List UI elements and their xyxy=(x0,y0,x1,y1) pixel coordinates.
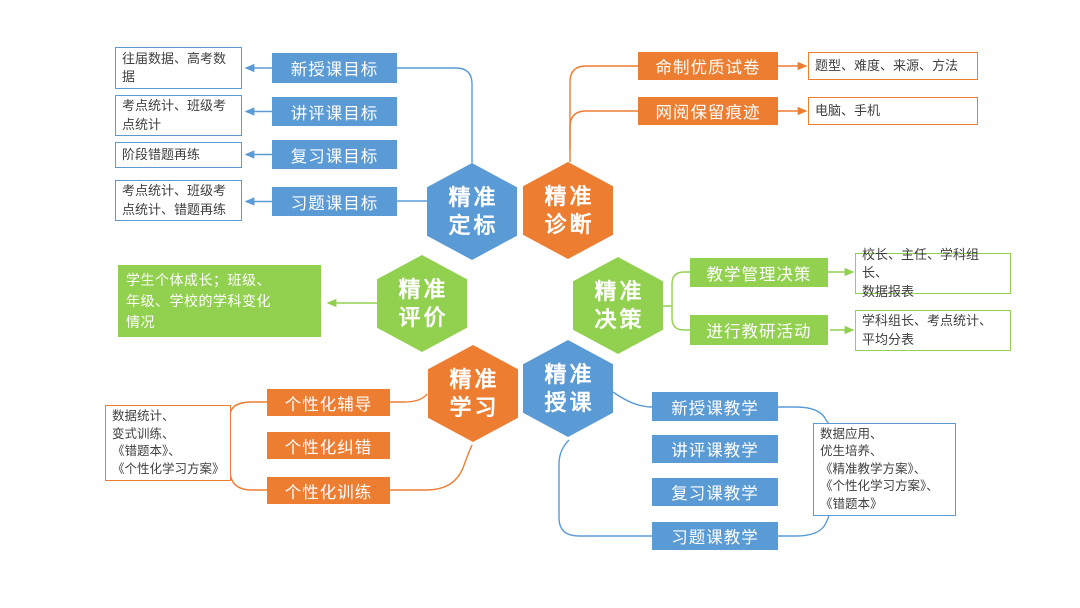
xuexi-topic-box: 个性化纠错 xyxy=(267,432,390,459)
juece-topic-box: 教学管理决策 xyxy=(690,258,828,287)
zhenduan-connectors xyxy=(569,61,808,162)
hexagon-label: 定标 xyxy=(448,212,499,238)
pingjia-detail-box: 学生个体成长；班级、 年级、学校的学科变化 情况 xyxy=(118,265,321,337)
xuexi-topic-box: 个性化训练 xyxy=(267,477,390,504)
hexagon-label: 精准 xyxy=(594,279,645,304)
juece-detail-box: 学科组长、考点统计、 平均分表 xyxy=(855,310,1011,351)
shouke-topic-box: 讲评课教学 xyxy=(652,435,778,463)
dingbiao-detail-box: 考点统计、班级考 点统计 xyxy=(115,95,242,136)
hexagon-label: 精准 xyxy=(448,185,499,210)
shouke-topic-box: 习题课教学 xyxy=(652,522,778,550)
dingbiao-detail-box: 阶段错题再练 xyxy=(115,142,242,168)
xuexi-detail-box: 数据统计、 变式训练、 《错题本》、 《个性化学习方案》 xyxy=(105,405,231,481)
juece-connectors xyxy=(663,267,855,335)
dingbiao-topic-box: 复习课目标 xyxy=(272,140,397,169)
shouke-connectors xyxy=(558,391,830,537)
dingbiao-detail-box: 考点统计、班级考 点统计、错题再练 xyxy=(115,180,242,221)
hexagon-label: 学习 xyxy=(449,394,500,420)
hexagon-label: 评价 xyxy=(398,304,449,330)
dingbiao-detail-box: 往届数据、高考数 据 xyxy=(115,47,242,89)
dingbiao-topic-box: 讲评课目标 xyxy=(272,97,397,126)
hexagon-label: 精准 xyxy=(544,184,595,209)
dingbiao-connectors xyxy=(244,63,473,206)
juece-topic-box: 进行教研活动 xyxy=(690,315,828,345)
shouke-topic-box: 新授课教学 xyxy=(652,392,778,421)
shouke-detail-box: 数据应用、 优生培养、 《精准教学方案》、 《个性化学习方案》、 《错题本》 xyxy=(813,423,956,516)
hexagon-label: 诊断 xyxy=(544,211,595,237)
zhenduan-topic-box: 网阅保留痕迹 xyxy=(638,97,778,125)
juece-detail-box: 校长、主任、学科组长、 数据报表 xyxy=(855,247,1011,299)
hexagon-jingzhun-zhenduan: 精准 诊断 xyxy=(523,162,613,259)
zhenduan-detail-box: 题型、难度、来源、方法 xyxy=(808,52,978,80)
dingbiao-topic-box: 习题课目标 xyxy=(272,187,397,216)
shouke-topic-box: 复习课教学 xyxy=(652,478,778,506)
hexagon-label: 精准 xyxy=(398,277,449,302)
dingbiao-topic-box: 新授课目标 xyxy=(272,53,397,83)
zhenduan-topic-box: 命制优质试卷 xyxy=(638,52,778,80)
hexagon-label: 精准 xyxy=(449,367,500,392)
hexagon-label: 授课 xyxy=(544,389,595,415)
hexagon-jingzhun-dingbiao: 精准 定标 xyxy=(427,163,517,260)
hexagon-label: 精准 xyxy=(544,362,595,387)
zhenduan-detail-box: 电脑、手机 xyxy=(808,97,978,125)
xuexi-topic-box: 个性化辅导 xyxy=(267,389,390,416)
hexagon-label: 决策 xyxy=(594,306,645,332)
